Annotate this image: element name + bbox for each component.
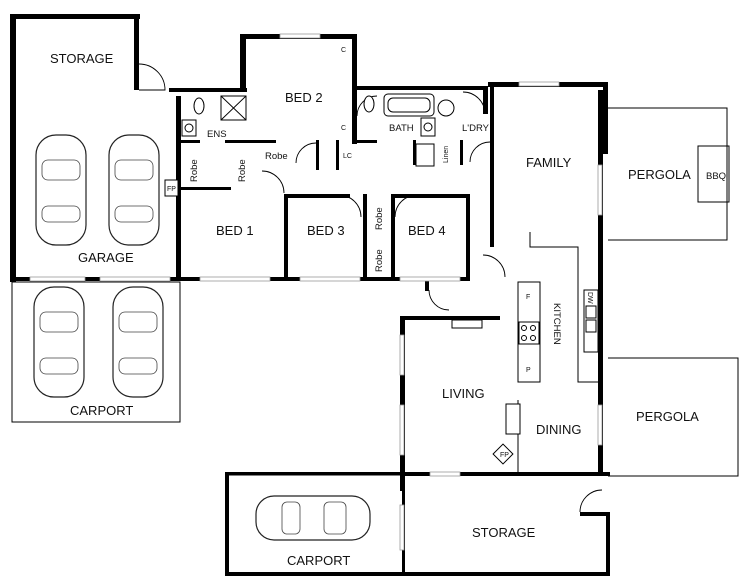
label-c-mid: C (341, 125, 346, 132)
label-storage-bottom: STORAGE (472, 525, 536, 540)
label-bed2: BED 2 (285, 90, 323, 105)
label-pergola-bottom: PERGOLA (636, 409, 699, 424)
car-carport-right (112, 286, 164, 398)
label-kitchen: KITCHEN (551, 303, 562, 345)
label-pantry: P (526, 367, 531, 374)
label-ldry: L'DRY (462, 123, 490, 134)
label-pergola-top: PERGOLA (628, 167, 691, 182)
label-robe-bed3-bottom: Robe (374, 249, 385, 272)
label-lc: LC (343, 153, 352, 160)
label-garage: GARAGE (78, 250, 134, 265)
label-storage-top: STORAGE (50, 51, 114, 66)
car-carport-bottom (255, 495, 371, 541)
label-bed4: BED 4 (408, 223, 446, 238)
label-c-top: C (341, 47, 346, 54)
car-garage-right (108, 134, 160, 246)
label-fridge: F (526, 294, 530, 301)
car-garage-left (35, 134, 87, 246)
label-dw: DW (586, 292, 593, 304)
label-bed1: BED 1 (216, 223, 254, 238)
label-carport-bottom: CARPORT (287, 553, 350, 568)
label-family: FAMILY (526, 155, 572, 170)
room-labels: STORAGE GARAGE CARPORT ENS Robe Robe FP … (50, 47, 726, 568)
windows (29, 33, 603, 551)
label-bbq: BBQ (706, 171, 726, 182)
label-fp-garage: FP (167, 186, 176, 193)
label-robe-ens-right: Robe (237, 159, 248, 182)
label-robe-bed2: Robe (265, 151, 288, 162)
label-carport-left: CARPORT (70, 403, 133, 418)
label-bath: BATH (389, 123, 414, 134)
fixtures (164, 93, 597, 465)
label-dining: DINING (536, 422, 582, 437)
label-fp-living: FP (500, 452, 509, 459)
label-living: LIVING (442, 386, 485, 401)
car-carport-left (33, 286, 85, 398)
label-robe-ens-left: Robe (189, 159, 200, 182)
label-bed3: BED 3 (307, 223, 345, 238)
doors (138, 63, 603, 513)
label-robe-bed3-top: Robe (374, 207, 385, 230)
label-linen: Linen (443, 146, 450, 163)
outlines (11, 107, 739, 576)
label-ens: ENS (207, 129, 227, 140)
